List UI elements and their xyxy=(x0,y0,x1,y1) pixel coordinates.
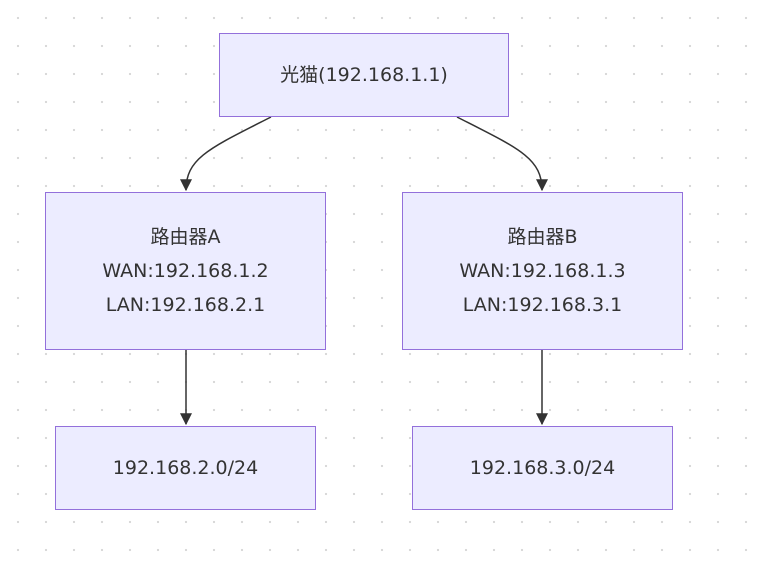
router-a-node[interactable]: 路由器A WAN:192.168.1.2 LAN:192.168.2.1 xyxy=(45,192,326,350)
subnet-a-label: 192.168.2.0/24 xyxy=(112,457,259,479)
router-b-wan: WAN:192.168.1.3 xyxy=(459,260,626,282)
router-b-node[interactable]: 路由器B WAN:192.168.1.3 LAN:192.168.3.1 xyxy=(402,192,683,350)
subnet-b-label: 192.168.3.0/24 xyxy=(469,457,616,479)
modem-label: 光猫(192.168.1.1) xyxy=(280,64,448,86)
router-b-lan: LAN:192.168.3.1 xyxy=(462,294,623,316)
router-b-name: 路由器B xyxy=(507,226,578,248)
edge-modem-to-router-b xyxy=(456,116,548,192)
router-a-wan: WAN:192.168.1.2 xyxy=(102,260,269,282)
subnet-b-node[interactable]: 192.168.3.0/24 xyxy=(412,426,673,510)
router-a-lan: LAN:192.168.2.1 xyxy=(105,294,266,316)
subnet-a-node[interactable]: 192.168.2.0/24 xyxy=(55,426,316,510)
router-a-name: 路由器A xyxy=(150,226,221,248)
edge-modem-to-router-a xyxy=(180,116,272,192)
modem-node[interactable]: 光猫(192.168.1.1) xyxy=(219,33,509,117)
